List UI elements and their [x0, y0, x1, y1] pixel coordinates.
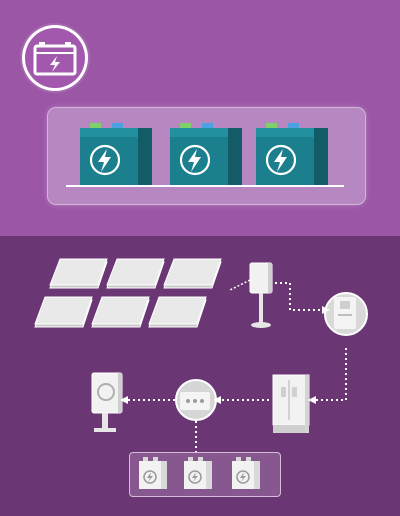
battery-icon: [170, 123, 242, 185]
battery-icon: [80, 123, 152, 185]
battery-icon: [256, 123, 328, 185]
car-battery-icon: [33, 42, 77, 76]
electric-meter-icon: [175, 379, 217, 421]
combiner-box-icon: [229, 262, 273, 328]
grid-connection-icon: [91, 372, 123, 432]
connector-lines: [128, 282, 347, 452]
connector-arrowheads: [120, 306, 330, 404]
inverter-icon: [272, 374, 310, 433]
charge-controller-icon: [324, 292, 368, 336]
battery-icon: [232, 457, 260, 489]
solar-panel-icon: [34, 258, 222, 328]
battery-icon: [184, 457, 212, 489]
battery-icon: [139, 457, 167, 489]
